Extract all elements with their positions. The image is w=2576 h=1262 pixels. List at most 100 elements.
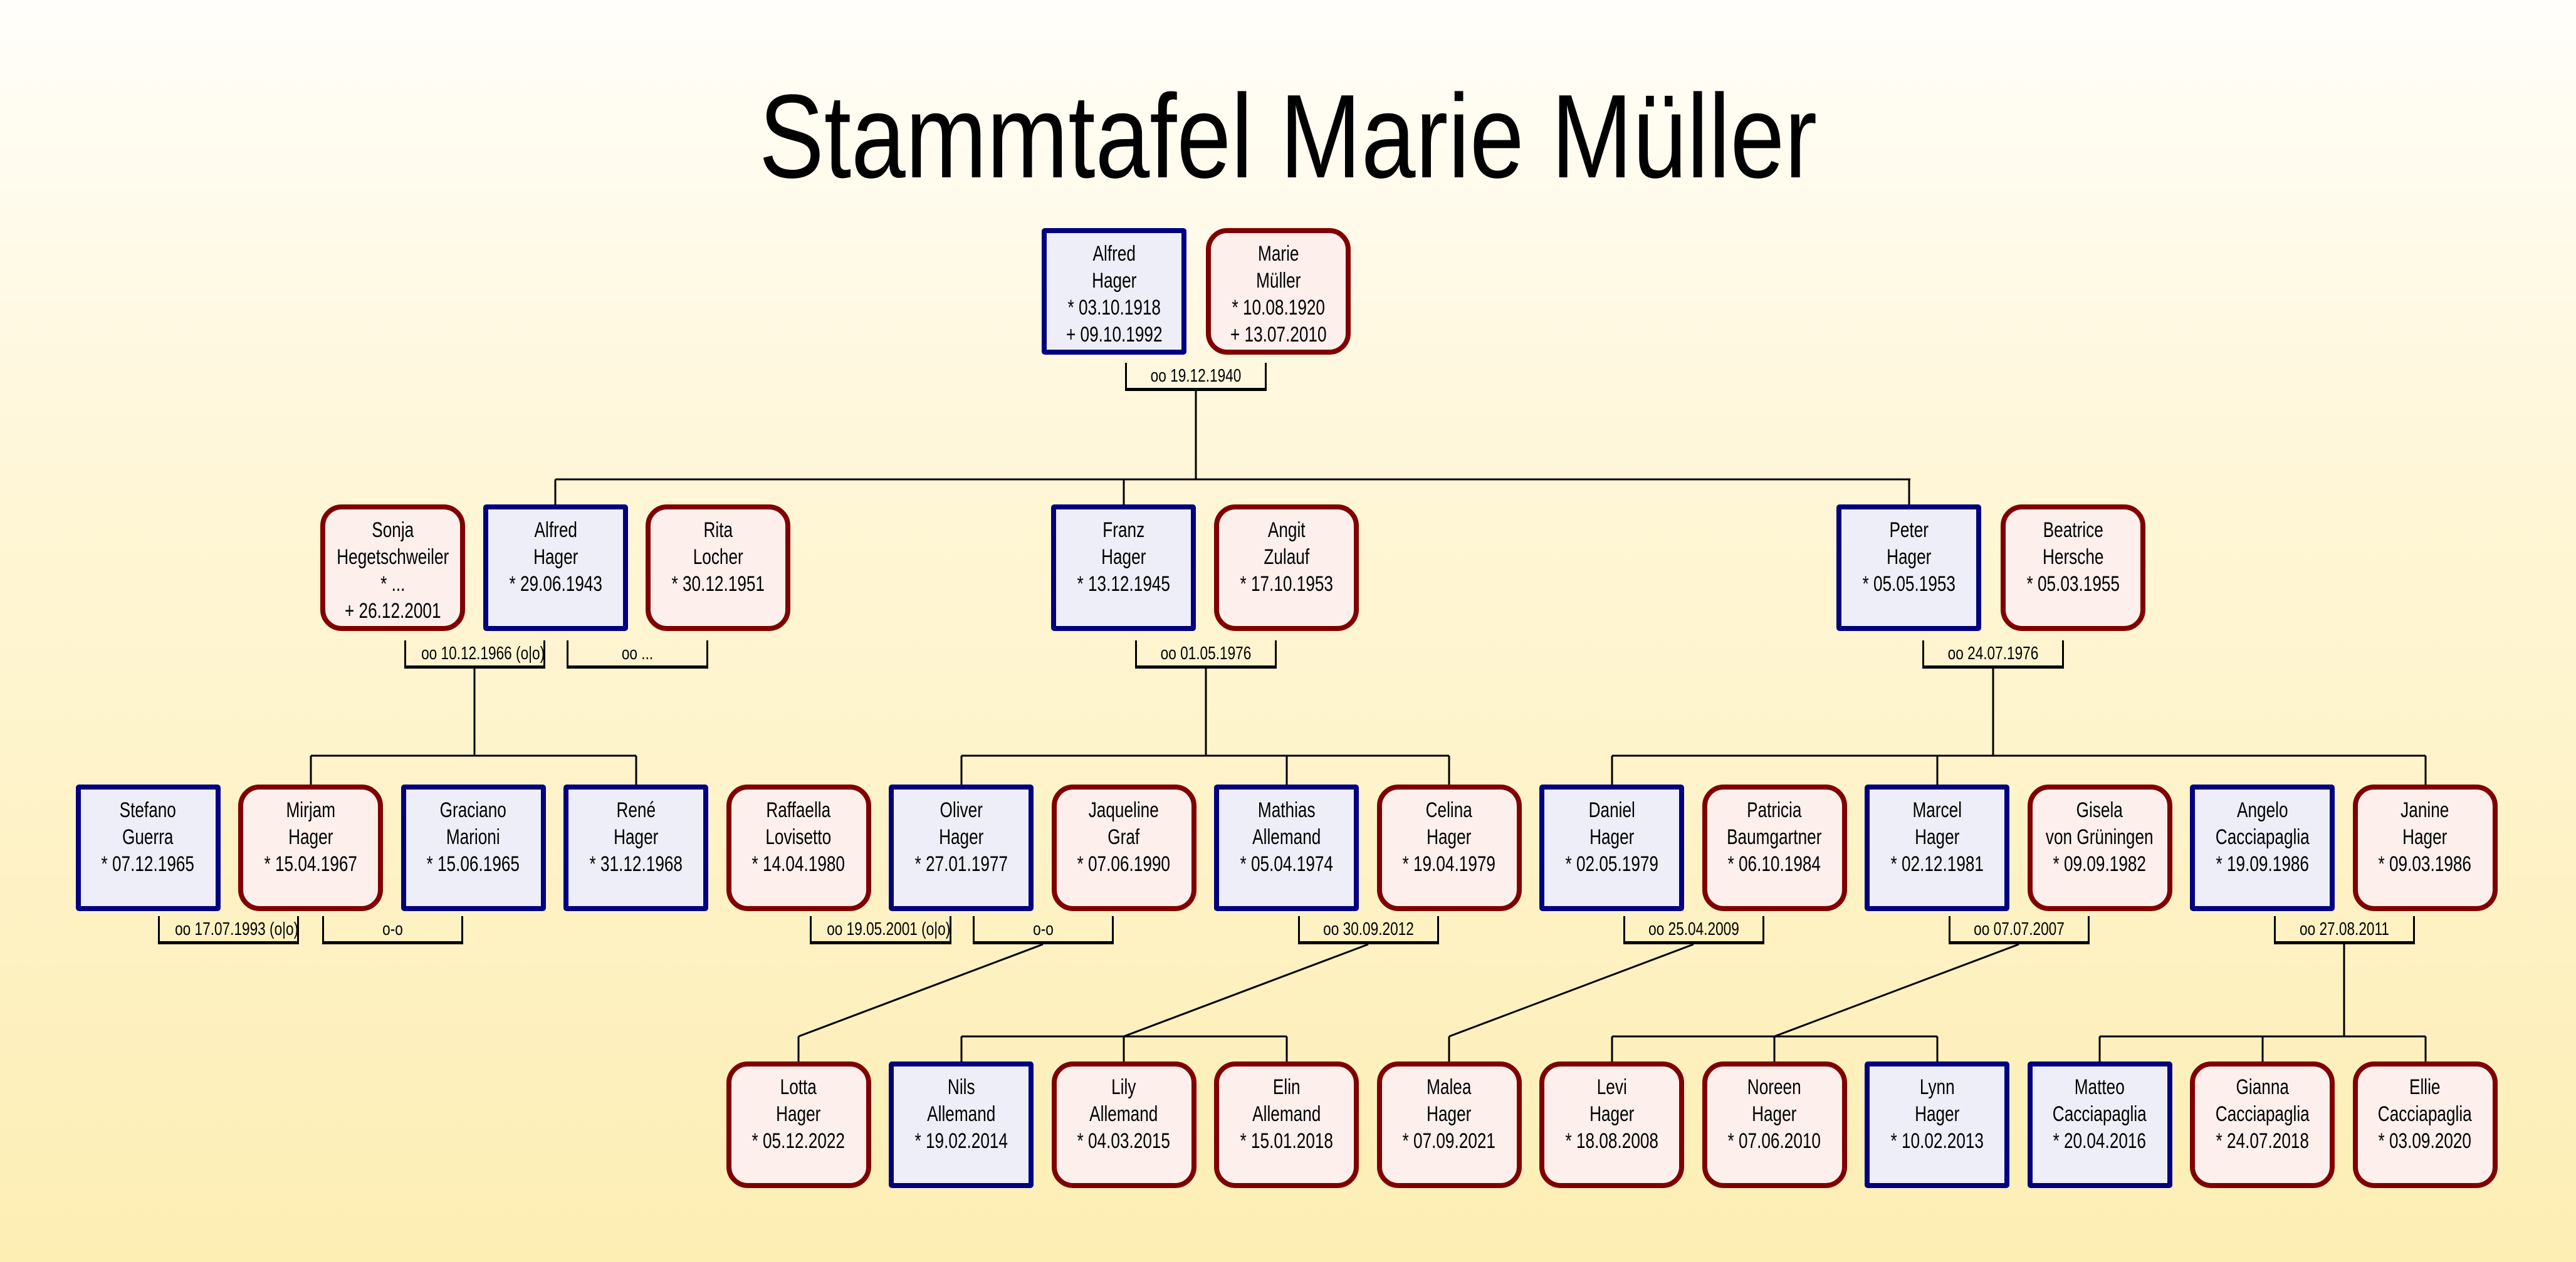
last-name: von Grüningen — [2046, 825, 2154, 849]
birth-date: * 15.06.1965 — [426, 852, 520, 876]
first-name: Rita — [703, 518, 733, 542]
first-name: Ellie — [2409, 1075, 2441, 1099]
birth-date: * 02.05.1979 — [1565, 852, 1658, 876]
first-name: Elin — [1272, 1075, 1301, 1099]
last-name: Hager — [613, 825, 659, 849]
first-name: Marcel — [1912, 798, 1962, 822]
last-name: Hager — [1886, 545, 1932, 569]
first-name: Marie — [1257, 242, 1299, 266]
last-name: Allemand — [1252, 1102, 1321, 1126]
marriage-label: oo 19.12.1940 — [1125, 363, 1267, 391]
last-name: Cacciapaglia — [2378, 1102, 2473, 1126]
birth-date: * 10.08.1920 — [1232, 296, 1325, 320]
last-name: Hager — [1914, 1102, 1960, 1126]
birth-date: * 17.10.1953 — [1240, 572, 1333, 596]
last-name: Cacciapaglia — [2215, 825, 2310, 849]
birth-date: * 05.04.1974 — [1240, 852, 1333, 876]
last-name: Hager — [1091, 269, 1137, 293]
marriage-label: oo 24.07.1976 — [1922, 640, 2064, 669]
last-name: Hager — [938, 825, 984, 849]
last-name: Cacciapaglia — [2215, 1102, 2310, 1126]
first-name: Gisela — [2076, 798, 2123, 822]
person-card-gisela: Gisela von Grüningen * 09.09.1982 — [2027, 785, 2172, 911]
first-name: Gianna — [2236, 1075, 2289, 1099]
marriage-label: oo 17.07.1993 (o|o) — [158, 916, 299, 944]
first-name: Graciano — [439, 798, 507, 822]
first-name: Jaqueline — [1089, 798, 1160, 822]
marriage-label: oo 30.09.2012 — [1298, 916, 1439, 944]
first-name: Alfred — [1092, 242, 1136, 266]
first-name: Oliver — [940, 798, 983, 822]
marriage-label: oo 10.12.1966 (o|o) — [404, 640, 545, 669]
birth-date: * 19.09.1986 — [2216, 852, 2309, 876]
birth-date: * 31.12.1968 — [589, 852, 683, 876]
last-name: Müller — [1255, 269, 1301, 293]
first-name: Alfred — [534, 518, 577, 542]
last-name: Hager — [1752, 1102, 1797, 1126]
first-name: Angit — [1267, 518, 1306, 542]
birth-date: * 07.09.2021 — [1402, 1129, 1496, 1153]
last-name: Guerra — [122, 825, 174, 849]
last-name: Hager — [1589, 1102, 1635, 1126]
first-name: Nils — [947, 1075, 975, 1099]
last-name: Baumgartner — [1727, 825, 1822, 849]
birth-date: * 09.09.1982 — [2053, 852, 2147, 876]
marriage-label: o-o — [973, 916, 1114, 944]
marriage-date: o-o — [382, 919, 403, 939]
last-name: Graf — [1107, 825, 1140, 849]
death-date: + 09.10.1992 — [1065, 323, 1163, 347]
birth-date: * 03.10.1918 — [1067, 296, 1161, 320]
birth-date: * 04.03.2015 — [1077, 1129, 1171, 1153]
first-name: René — [616, 798, 656, 822]
last-name: Zulauf — [1264, 545, 1309, 569]
birth-date: * 09.03.1986 — [2378, 852, 2472, 876]
birth-date: * 05.12.2022 — [751, 1129, 846, 1153]
first-name: Matteo — [2075, 1075, 2125, 1099]
birth-date: * 07.12.1965 — [101, 852, 195, 876]
first-name: Sonja — [372, 518, 414, 542]
birth-date: * 05.05.1953 — [1862, 572, 1956, 596]
last-name: Allemand — [1252, 825, 1321, 849]
last-name: Allemand — [1089, 1102, 1158, 1126]
first-name: Celina — [1425, 798, 1473, 822]
marriage-date: o-o — [1033, 919, 1054, 939]
first-name: Peter — [1889, 518, 1929, 542]
birth-date: * 15.04.1967 — [264, 852, 357, 876]
first-name: Raffaella — [766, 798, 831, 822]
last-name: Hersche — [2042, 545, 2104, 569]
birth-date: * 18.08.2008 — [1565, 1129, 1658, 1153]
marriage-label: oo 01.05.1976 — [1135, 640, 1277, 669]
first-name: Lotta — [780, 1075, 817, 1099]
marriage-date: oo 10.12.1966 (o|o) — [421, 644, 545, 664]
page-title: Stammtafel Marie Müller — [758, 70, 1818, 203]
birth-date: * 19.02.2014 — [914, 1129, 1008, 1153]
birth-date: * 20.04.2016 — [2053, 1129, 2147, 1153]
first-name: Daniel — [1588, 798, 1635, 822]
birth-date: * 29.06.1943 — [509, 572, 602, 596]
last-name: Cacciapaglia — [2053, 1102, 2147, 1126]
marriage-label: oo 27.08.2011 — [2274, 916, 2415, 944]
marriage-date: oo 19.05.2001 (o|o) — [827, 919, 951, 939]
